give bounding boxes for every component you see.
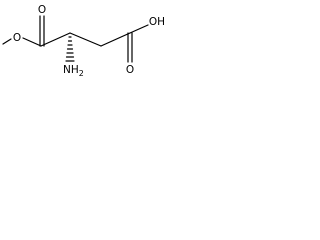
acid-carbonyl-oxygen-label: O bbox=[126, 64, 134, 76]
ester-carbonyl-oxygen-label: O bbox=[38, 4, 46, 16]
bond-methyl-oxygen bbox=[2, 38, 12, 45]
structural-formula: O O OH O NH2 bbox=[2, 4, 165, 78]
amine-main-text: NH bbox=[63, 64, 79, 76]
ester-oxygen-label: O bbox=[13, 32, 21, 44]
bond-acid-carbon-hydroxyl bbox=[129, 24, 149, 34]
hydroxyl-label: OH bbox=[149, 16, 165, 28]
amine-subscript: 2 bbox=[79, 69, 84, 78]
bond-methylene-acid-carbon bbox=[100, 32, 131, 47]
bond-alpha-methylene bbox=[69, 32, 102, 47]
hashed-wedge-bond bbox=[65, 36, 75, 62]
amine-label: NH2 bbox=[63, 64, 84, 78]
bond-oxygen-ester-carbon bbox=[22, 37, 42, 47]
bond-ester-carbon-alpha bbox=[40, 32, 71, 47]
